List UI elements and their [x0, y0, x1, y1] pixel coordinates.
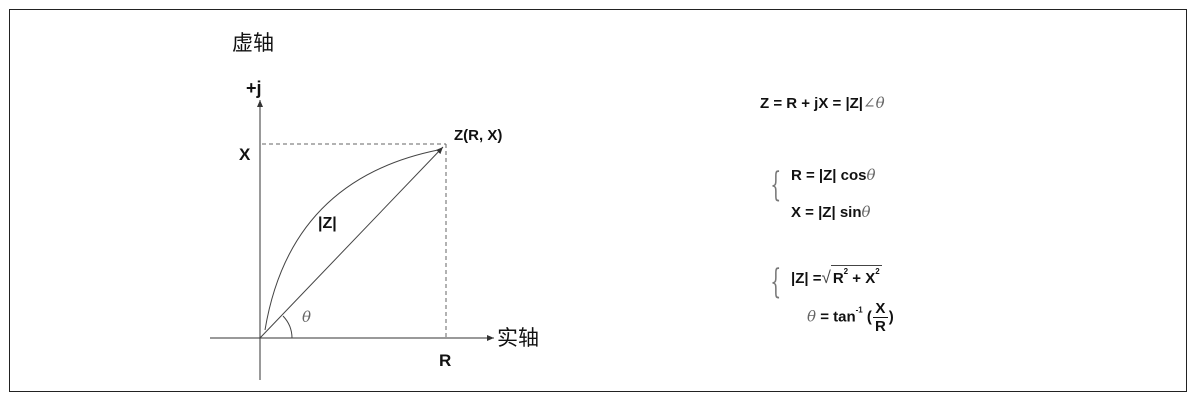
formula-x-theta: θ: [861, 203, 871, 221]
formula-main-text: Z = R + jX = |Z|: [760, 95, 864, 112]
impedance-vector: [259, 146, 444, 339]
imaginary-axis-label: 虚轴: [232, 31, 274, 55]
formula-open-paren: (: [862, 308, 872, 326]
r-value-label: R: [439, 351, 451, 370]
formula-theta-sym: θ: [807, 307, 817, 326]
angle-symbol: ∠: [863, 94, 876, 112]
point-label: Z(R, X): [454, 127, 502, 144]
sqrt-symbol: √R2 + X2: [821, 265, 882, 287]
angle-arc: [282, 315, 293, 339]
formula-r-text: R = |Z| cos: [791, 167, 867, 184]
formula-r-exp: 2: [843, 267, 849, 276]
formula-r: R = |Z| cosθ: [791, 166, 876, 184]
imaginary-unit-label: +j: [246, 78, 262, 98]
formula-close-paren: ): [888, 308, 894, 326]
formula-x-exp: 2: [875, 267, 880, 276]
fraction-denominator: R: [874, 318, 886, 335]
formula-magnitude: |Z| =√R2 + X2: [791, 265, 882, 288]
formula-r-base: R: [832, 270, 844, 287]
magnitude-label: |Z|: [318, 215, 337, 232]
formula-magnitude-lhs: |Z| =: [791, 270, 822, 287]
magnitude-arc: [264, 149, 439, 331]
formula-inv-exp: -1: [855, 305, 863, 315]
formula-x-text: X = |Z| sin: [791, 204, 862, 221]
figure-frame: [9, 9, 1187, 392]
brace-polar: {: [770, 262, 782, 302]
formula-plus-x: + X: [848, 270, 876, 287]
brace-rect: {: [770, 165, 782, 205]
formula-r-theta: θ: [866, 166, 876, 184]
formula-main-theta: θ: [875, 94, 885, 112]
angle-label: θ: [302, 308, 311, 326]
real-axis-label: 实轴: [497, 326, 539, 350]
formula-theta-eq: = tan: [816, 308, 856, 326]
fraction-numerator: X: [872, 300, 888, 318]
x-value-label: X: [239, 145, 251, 164]
formula-x: X = |Z| sinθ: [791, 203, 871, 221]
formula-main: Z = R + jX = |Z|∠θ: [760, 94, 885, 112]
